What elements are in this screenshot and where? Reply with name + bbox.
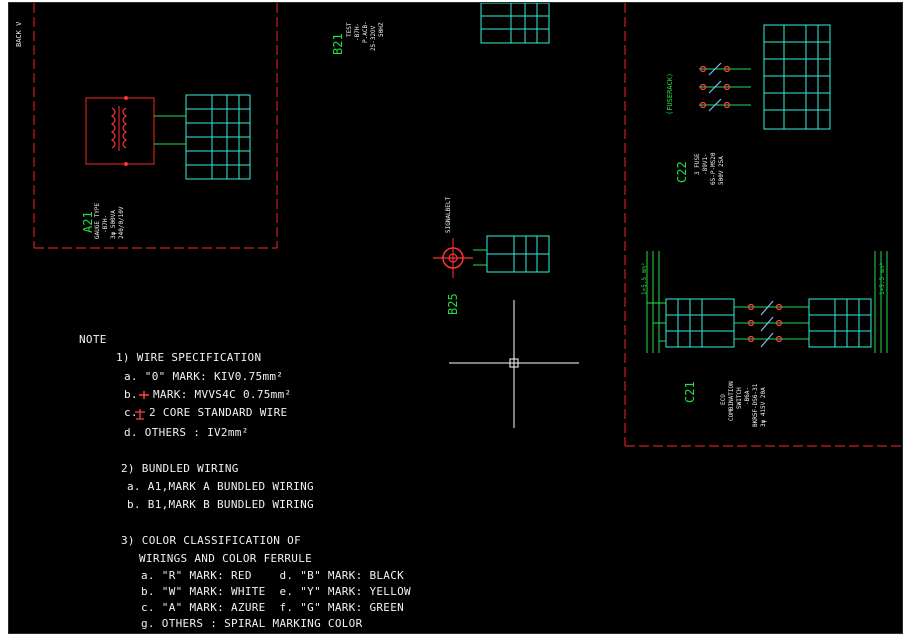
terminal-block-b21[interactable] [480, 3, 550, 44]
terminal-block-b25[interactable] [486, 235, 550, 273]
terminal-block-c21-left[interactable] [665, 298, 735, 348]
mvvs-mark-icon [139, 391, 149, 399]
two-core-wire-icon [135, 409, 145, 420]
note-s1-b: MARK: MVVS4C 0.75mm² [153, 388, 292, 401]
c22-desc-1: 3 FUSE [694, 153, 701, 175]
a21-desc-1: GAUGE TYPE [94, 202, 101, 239]
note-s1-d: d. OTHERS : IV2mm² [124, 426, 249, 439]
a21-desc-2: -B7H- [102, 214, 109, 233]
c21-desc-4: -B6A- [744, 386, 751, 405]
c22-desc-4: 500V 25A [718, 156, 725, 185]
transformer-a21-symbol[interactable] [85, 96, 155, 166]
b25-tag: SIGNALBELT [445, 196, 452, 233]
c21-desc-6: 3φ 415V 20A [760, 387, 767, 427]
note-s1-b-prefix: b. [124, 388, 138, 401]
terminal-block-c22[interactable] [763, 24, 831, 130]
b21-desc-2: -B7H- [354, 22, 361, 41]
switch-c21-symbol[interactable] [734, 300, 809, 348]
note-s1-c: 2 CORE STANDARD WIRE [149, 406, 288, 419]
wire-size-left: 1×5.5 mm² [641, 262, 648, 295]
b25-id: B25 [446, 293, 460, 315]
c22-desc-2: -89V1- [702, 153, 709, 175]
b21-desc-5: 50HZ [378, 22, 385, 37]
terminal-block-a21[interactable] [154, 94, 251, 180]
signal-bell-b25-symbol[interactable] [433, 238, 487, 278]
c21-id: C21 [683, 381, 697, 403]
note-s2-heading: 2) BUNDLED WIRING [121, 462, 239, 475]
c21-desc-2: COMBINATION [728, 381, 735, 421]
c22-desc-3: 65-P-MS20 [710, 152, 717, 185]
note-s3-heading: 3) COLOR CLASSIFICATION OF [121, 534, 301, 547]
side-label: BACK V [15, 21, 23, 47]
note-s1-heading: 1) WIRE SPECIFICATION [116, 351, 262, 364]
b21-id: B21 [331, 33, 345, 55]
fuse-rack-c22-symbol[interactable] [699, 62, 751, 112]
c21-desc-5: BKR5F-DS6-31 [752, 383, 759, 427]
note-s3-row-4: g. OTHERS : SPIRAL MARKING COLOR [141, 617, 363, 630]
incoming-feed-lines [646, 251, 888, 353]
cad-drawing-canvas[interactable]: BACK V A21 GAUGE TYPE -B7H- 3φ 500VA 240… [8, 2, 903, 634]
note-s1-a: a. "0" MARK: KIV0.75mm² [124, 370, 284, 383]
c21-desc-3: SWITCH [736, 387, 743, 409]
c21-desc-1: ECO [720, 394, 727, 405]
b21-desc-4: 25-32OV [370, 25, 377, 51]
note-s3-row-2: b. "W" MARK: WHITE e. "Y" MARK: YELLOW [141, 585, 411, 598]
a21-id: A21 [81, 211, 95, 233]
schematic-svg [33, 3, 902, 447]
note-s3-row-3: c. "A" MARK: AZURE f. "G" MARK: GREEN [141, 601, 405, 614]
crosshair-cursor [449, 300, 579, 428]
panel-boundary-right [624, 3, 902, 447]
wire-size-right: 1×5.5 mm² [879, 262, 886, 295]
a21-desc-4: 240/0/10V [118, 206, 125, 239]
terminal-block-c21-right[interactable] [808, 298, 872, 348]
c22-tag: (FUSERACK) [666, 72, 674, 115]
note-s2-b: b. B1,MARK B BUNDLED WIRING [127, 498, 314, 511]
panel-boundary-left [33, 3, 278, 249]
note-title: NOTE [79, 333, 107, 346]
note-s3-heading2: WIRINGS AND COLOR FERRULE [139, 552, 313, 565]
note-s3-row-1: a. "R" MARK: RED d. "B" MARK: BLACK [141, 569, 405, 582]
b21-desc-3: P.ACB- [362, 21, 369, 43]
c22-id: C22 [675, 161, 689, 183]
note-s1-c-prefix: c. [124, 406, 138, 419]
a21-desc-3: 3φ 500VA [110, 210, 117, 239]
b21-desc-1: TEST [346, 22, 353, 37]
note-s2-a: a. A1,MARK A BUNDLED WIRING [127, 480, 314, 493]
